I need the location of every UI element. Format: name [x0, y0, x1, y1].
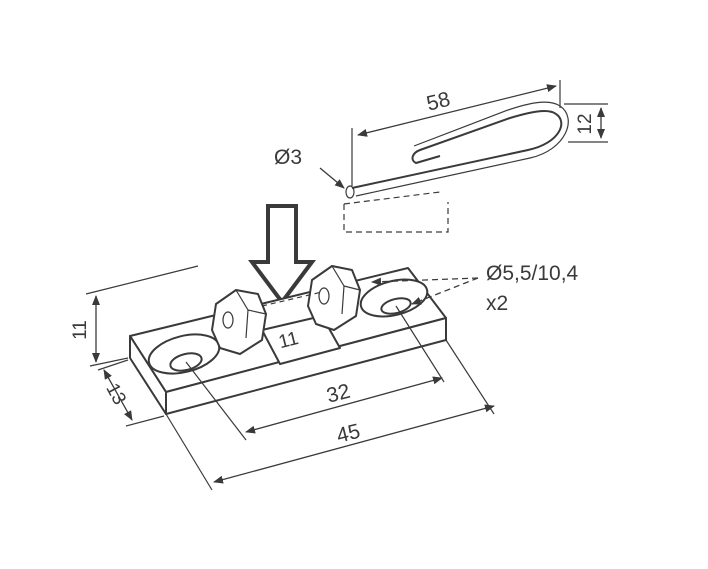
dim-base-length: 45: [165, 339, 495, 491]
label-13: 13: [101, 380, 129, 409]
pin-end: [345, 185, 355, 199]
nut-left: [211, 289, 267, 355]
label-32: 32: [324, 380, 352, 408]
insert-arrow: [248, 204, 316, 306]
label-12: 12: [575, 113, 596, 134]
hidden-outline: [343, 191, 449, 233]
dim-pin-diameter: Ø3: [274, 146, 345, 189]
label-d3: Ø3: [274, 146, 302, 169]
split-pin: [345, 101, 569, 199]
label-hole-spec: Ø5,5/10,4: [486, 262, 579, 285]
dim-hole-spacing: 32: [185, 305, 445, 441]
label-slot-11: 11: [277, 328, 301, 353]
nut-right: [307, 265, 361, 331]
dim-slot-width: 11: [261, 291, 323, 353]
label-45: 45: [334, 420, 362, 448]
dim-hole-spec: Ø5,5/10,4 x2: [371, 262, 579, 315]
base-plate: [129, 267, 447, 415]
dim-base-height: 11: [70, 265, 199, 367]
label-hole-count: x2: [486, 292, 508, 315]
dim-pin-height: 12: [564, 103, 608, 143]
dim-pin-length: 58: [351, 80, 561, 186]
label-58: 58: [424, 88, 452, 116]
label-11-height: 11: [70, 320, 91, 340]
